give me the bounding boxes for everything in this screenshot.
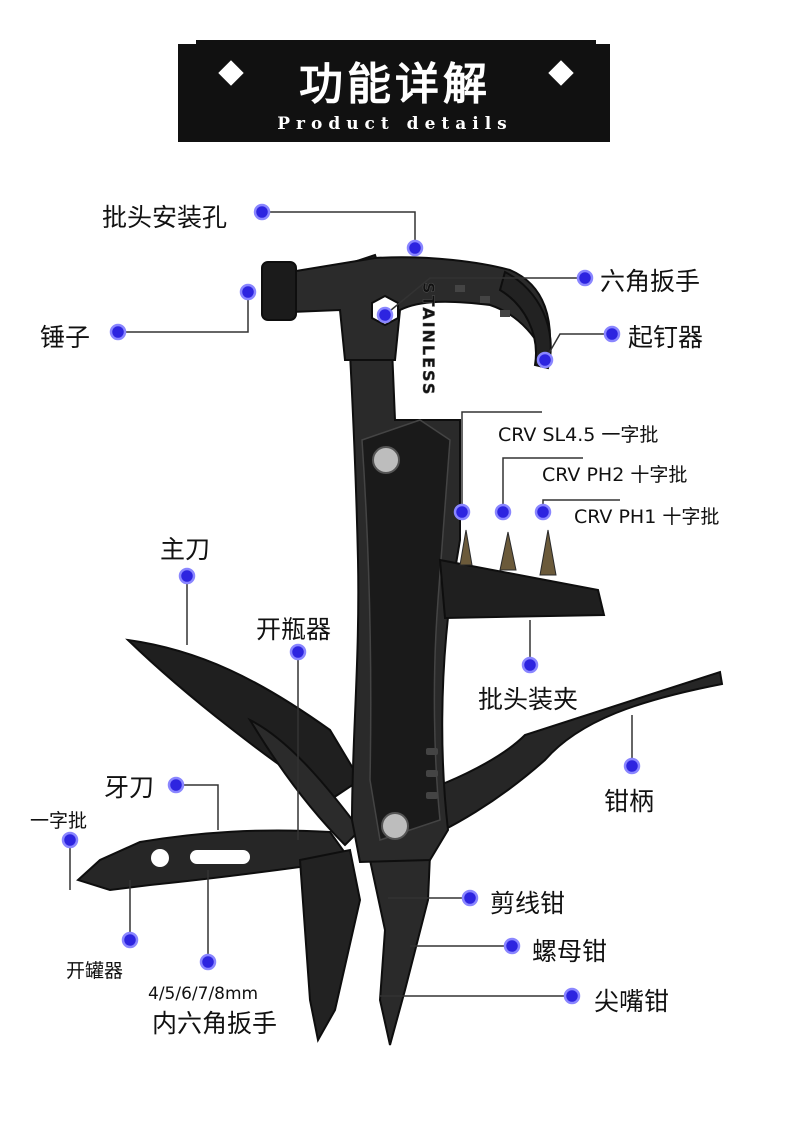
marker-nail-puller-end [536,351,554,369]
label-serrated-knife: 牙刀 [104,773,155,802]
header-banner-inner [196,40,596,118]
can-opener-hole [151,849,169,867]
claw-notch [455,285,465,292]
label-needle-nose: 尖嘴钳 [594,987,670,1016]
hex-wrench-slot [190,850,250,864]
bit-holder [438,558,606,620]
stainless-engraving: STAINLESS [419,282,438,396]
marker-plier-handle [623,757,641,775]
label-wire-cutter: 剪线钳 [490,889,566,918]
bottle-opener-blade [247,717,362,847]
marker-bit-holder [521,656,539,674]
leader-hammer [118,292,249,333]
marker-can-opener [121,931,139,949]
label-bottle-opener: 开瓶器 [256,615,332,644]
marker-nail-puller [603,325,621,343]
label-bit-ph1: CRV PH1 十字批 [574,506,720,528]
nail-puller-claw [498,270,552,370]
handle-slot [426,770,438,777]
marker-bit-hole [253,203,271,221]
leader-bit-ph2 [502,457,583,512]
marker-bit-ph1 [534,503,552,521]
label-hex-wrench: 六角扳手 [600,267,701,296]
marker-hammer-end [239,283,257,301]
label-nail-puller: 起钉器 [628,323,704,352]
bit-ph2 [499,531,517,571]
marker-slot-screwdriver [61,831,79,849]
plier-handle-shape [388,670,724,847]
claw-notch [480,296,490,303]
page-title: 功能详解 [299,59,491,110]
pivot-screw-top [372,446,400,474]
label-bit-sl45: CRV SL4.5 一字批 [498,424,659,446]
marker-nut-plier [503,937,521,955]
marker-hex-wrench [576,269,594,287]
label-plier-handle: 钳柄 [604,787,655,816]
bit-sl45 [459,529,473,566]
hammer-face [261,261,297,321]
marker-bit-sl45 [453,503,471,521]
page-subtitle: Product details [277,114,513,134]
label-hex-sizes: 4/5/6/7/8mm [148,984,259,1004]
marker-inner-hex [199,953,217,971]
label-inner-hex: 内六角扳手 [152,1009,278,1038]
label-slot-screwdriver: 一字批 [30,810,88,832]
label-main-knife: 主刀 [160,535,211,564]
marker-hex-wrench-end [376,306,394,324]
marker-hammer [109,323,127,341]
label-bit-ph2: CRV PH2 十字批 [542,464,688,486]
bit-ph1 [539,529,557,576]
leader-serrated-knife [176,784,219,830]
handle-inlay [361,419,451,841]
pivot-screw-bottom [381,812,409,840]
marker-bit-hole-end [406,239,424,257]
label-nut-plier: 螺母钳 [532,937,608,966]
marker-serrated-knife [167,776,185,794]
label-hammer: 锤子 [40,323,91,352]
label-bit-holder: 批头装夹 [478,685,579,714]
multitool-illustration: STAINLESS [76,253,724,1046]
needle-nose-jaw-left [298,848,362,1043]
leader-hex-wrench [384,277,585,316]
marker-bottle-opener [289,643,307,661]
main-knife-blade [125,638,362,802]
marker-bit-ph2 [494,503,512,521]
handle-slot [426,792,438,799]
handle-slot [426,748,438,755]
callout-markers [61,203,641,1005]
leader-bit-hole [262,211,416,248]
leader-nail-puller [544,333,612,361]
leader-bit-sl45 [461,411,542,512]
label-can-opener: 开罐器 [66,960,124,982]
needle-nose-jaw-right [368,853,432,1046]
leader-lines [69,211,633,997]
marker-needle-nose [563,987,581,1005]
claw-notch [500,310,510,317]
marker-main-knife [178,567,196,585]
label-bit-hole: 批头安装孔 [102,203,228,232]
marker-wire-cutter [461,889,479,907]
